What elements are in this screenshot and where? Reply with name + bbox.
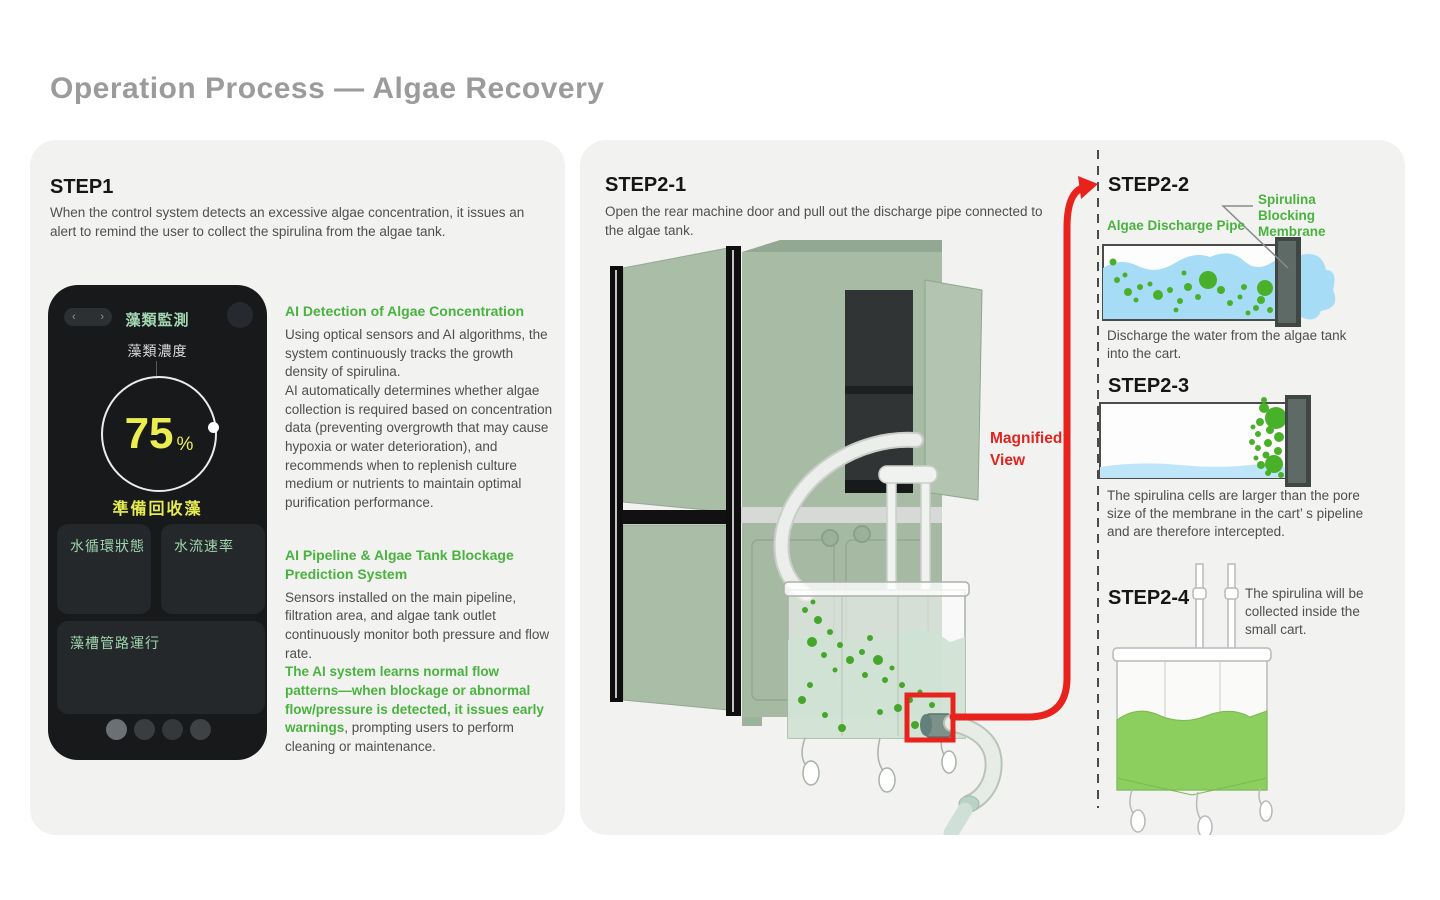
- algae-discharge-pipe-label: Algae Discharge Pipe: [1107, 218, 1246, 233]
- pagination-dots[interactable]: [106, 719, 211, 740]
- gauge-value: 75: [124, 409, 174, 458]
- concentration-gauge: 75 %: [101, 376, 219, 492]
- ai-pipeline-highlight: The AI system learns normal flow pattern…: [285, 664, 544, 754]
- ai-detection-body-1: Using optical sensors and AI algorithms,…: [285, 327, 548, 380]
- step2-3-heading: STEP2-3: [1108, 375, 1190, 397]
- ai-pipeline-body: Sensors installed on the main pipeline, …: [285, 589, 550, 661]
- machine-illustration: [610, 150, 1336, 835]
- phone-card-circulation[interactable]: 水循環狀態: [57, 524, 151, 614]
- phone-card-flow-rate[interactable]: 水流速率: [161, 524, 265, 614]
- step2-4-caption: The spirulina will be collected inside t…: [1245, 586, 1364, 638]
- back-icon[interactable]: ‹: [72, 311, 76, 323]
- page-dot[interactable]: [190, 719, 211, 740]
- profile-avatar[interactable]: [227, 302, 253, 328]
- page-dot[interactable]: [162, 719, 183, 740]
- spirulina-membrane-label: Spirulina Blocking Membrane: [1258, 192, 1326, 240]
- gauge-label: 藻類濃度: [127, 343, 188, 359]
- phone-screen-title: 藻類監測: [125, 312, 190, 329]
- step1-panel: STEP1 When the control system detects an…: [30, 140, 565, 835]
- step2-2-caption: Discharge the water from the algae tank …: [1107, 328, 1347, 362]
- forward-icon[interactable]: ›: [100, 311, 104, 323]
- step1-text-column: AI Detection of Algae Concentration Usin…: [285, 302, 555, 756]
- phone-card-pipeline[interactable]: 藻槽管路運行: [57, 621, 265, 714]
- step2-panel: STEP2-1 Open the rear machine door and p…: [580, 140, 1405, 835]
- step1-description: When the control system detects an exces…: [50, 205, 525, 239]
- page-title: Operation Process — Algae Recovery: [50, 72, 605, 105]
- ai-pipeline-heading: AI Pipeline & Algae Tank Blockage Predic…: [285, 547, 514, 582]
- gauge-unit: %: [176, 434, 194, 455]
- ai-detection-body-2: AI automatically determines whether alga…: [285, 383, 553, 510]
- gauge-status: 準備回收藻: [112, 501, 203, 518]
- step1-heading: STEP1: [50, 176, 114, 198]
- phone-mockup: ‹ › 藻類監測 藻類濃度 75 % 準備回收藻 水循環狀態 水流速率 藻槽管路…: [48, 285, 267, 760]
- step2-1-heading: STEP2-1: [605, 174, 687, 196]
- step2-2-heading: STEP2-2: [1108, 174, 1190, 196]
- page-dot[interactable]: [106, 719, 127, 740]
- page-dot[interactable]: [134, 719, 155, 740]
- ai-detection-heading: AI Detection of Algae Concentration: [285, 303, 525, 319]
- step2-4-heading: STEP2-4: [1108, 587, 1190, 609]
- step2-1-description: Open the rear machine door and pull out …: [605, 204, 1043, 238]
- gauge-tick-line: [156, 361, 157, 379]
- nav-arrows[interactable]: ‹ ›: [64, 308, 112, 326]
- step2-3-caption: The spirulina cells are larger than the …: [1107, 488, 1364, 540]
- gauge-handle-dot[interactable]: [208, 422, 219, 433]
